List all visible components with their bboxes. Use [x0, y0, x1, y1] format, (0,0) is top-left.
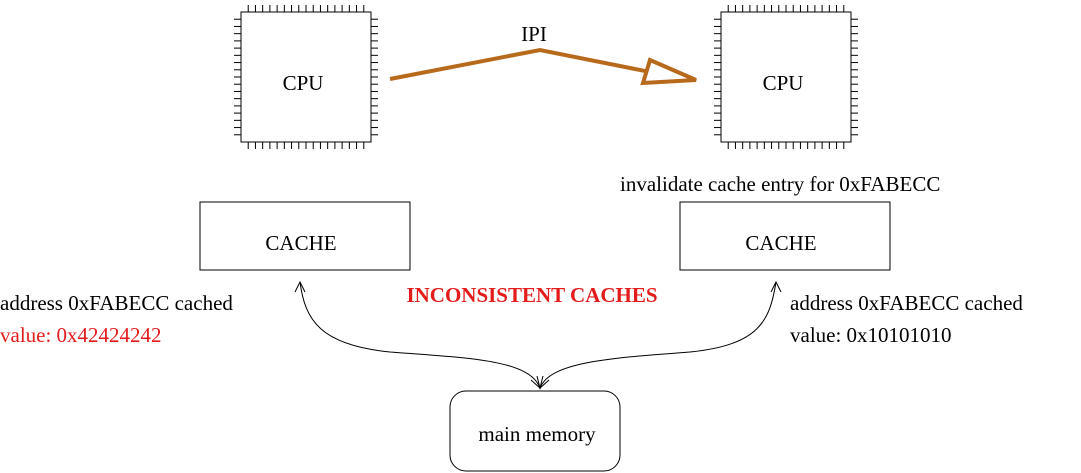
cache-right-label: CACHE — [745, 231, 816, 255]
left-connector — [299, 281, 541, 389]
right-connector — [539, 281, 777, 389]
invalidate-note: invalidate cache entry for 0xFABECC — [620, 172, 940, 196]
cpu-left-pins — [234, 5, 378, 149]
connector-bottom-head-right — [539, 375, 550, 390]
left-entry-value: value: 0x42424242 — [0, 323, 162, 347]
cache-right-box — [679, 201, 891, 271]
main-memory-box — [449, 390, 621, 472]
main-memory-label: main memory — [478, 422, 596, 446]
cache-left: CACHE — [199, 201, 411, 271]
cpu-right-pins — [714, 5, 858, 149]
left-connector-top-head — [294, 280, 306, 293]
ipi-arrow-head — [640, 57, 697, 86]
cpu-right-body — [720, 11, 852, 143]
cache-left-label: CACHE — [265, 231, 336, 255]
ipi-label: IPI — [521, 22, 547, 46]
cpu-left-label: CPU — [283, 71, 324, 95]
inconsistent-caches-warning: INCONSISTENT CACHES — [406, 283, 657, 307]
right-entry-address: address 0xFABECC cached — [790, 291, 1023, 315]
left-entry-address: address 0xFABECC cached — [0, 291, 233, 315]
cache-memory-connectors — [294, 280, 782, 390]
cache-right: CACHE — [679, 201, 891, 271]
right-connector-top-head — [770, 280, 782, 293]
main-memory: main memory — [449, 390, 621, 472]
cpu-right: CPU — [714, 5, 858, 149]
cpu-left: CPU — [234, 5, 378, 149]
ipi-arrow-line — [389, 47, 651, 81]
cache-left-box — [199, 201, 411, 271]
cpu-left-body — [240, 11, 372, 143]
cpu-right-label: CPU — [763, 71, 804, 95]
ipi-arrow: IPI — [389, 22, 697, 86]
right-entry-value: value: 0x10101010 — [790, 323, 952, 347]
